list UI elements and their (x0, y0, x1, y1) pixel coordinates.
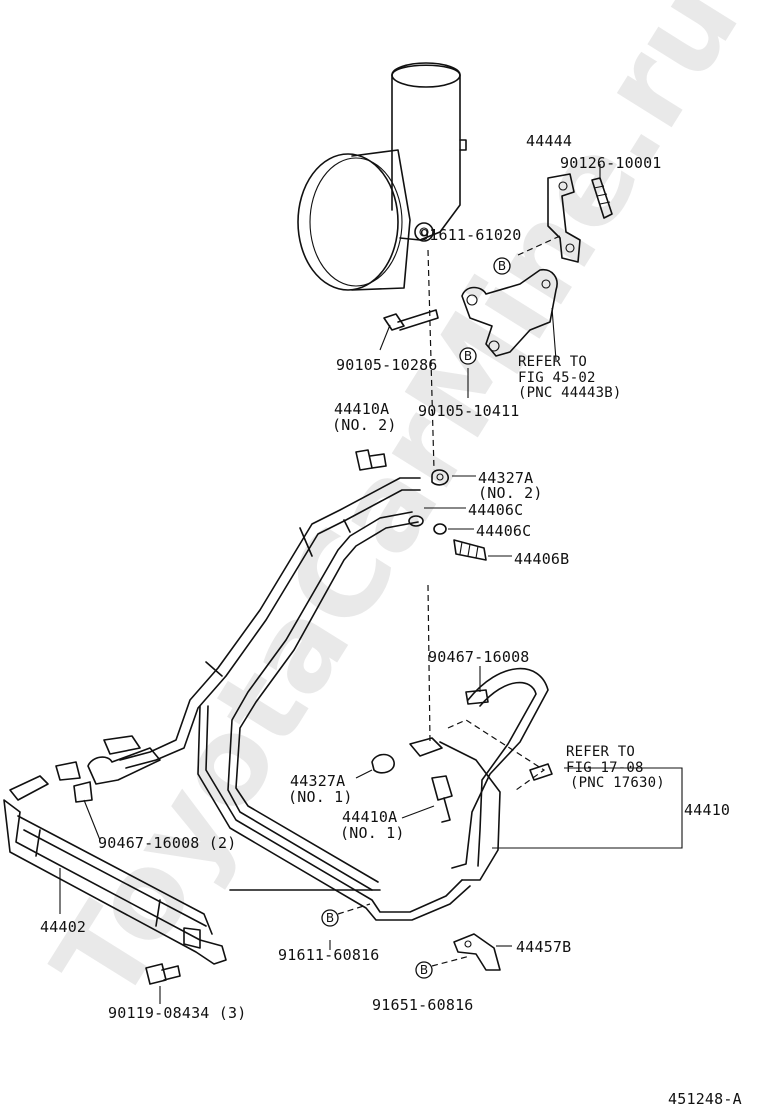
part-label-90467-16008-top: 90467-16008 (428, 648, 530, 666)
part-label-44410: 44410 (684, 801, 730, 819)
part-label-91611-60816: 91611-60816 (278, 946, 380, 964)
svg-text:B: B (498, 259, 506, 273)
part-label-44410a-bottom: 44410A (342, 808, 397, 826)
part-label-44410a-top-sub: (NO. 2) (332, 416, 397, 434)
badge-b-4: B (415, 961, 433, 979)
part-label-91651-60816: 91651-60816 (372, 996, 474, 1014)
svg-text:B: B (326, 911, 334, 925)
refer-label-2-line-2: FIG 17-08 (566, 760, 644, 776)
refer-label-2-line-1: REFER TO (566, 744, 635, 760)
part-label-44457b: 44457B (516, 938, 571, 956)
badge-b-2: B (459, 347, 477, 365)
part-label-44327a-top: 44327A (478, 469, 533, 487)
part-label-44327a-bottom-sub: (NO. 1) (288, 788, 353, 806)
figure-id: 451248-A (668, 1090, 742, 1108)
part-label-44410a-bottom-sub: (NO. 1) (340, 824, 405, 842)
part-label-44406b: 44406B (514, 550, 569, 568)
svg-text:B: B (464, 349, 472, 363)
reference-lines (337, 235, 561, 967)
part-label-90467-16008-bottom: 90467-16008 (2) (98, 834, 236, 852)
part-label-90126-10001: 90126-10001 (560, 154, 662, 172)
upper-fittings-drawing (355, 449, 487, 561)
part-label-90119-08434: 90119-08434 (3) (108, 1004, 246, 1022)
refer-label-2-line-3: (PNC 17630) (570, 775, 665, 791)
part-label-44406c-1: 44406C (468, 501, 523, 519)
bracket-44444-drawing (383, 173, 613, 357)
leader-lines (59, 164, 683, 1004)
part-label-44444: 44444 (526, 132, 572, 150)
hose-lines-drawing (87, 477, 549, 921)
part-label-90105-10411: 90105-10411 (418, 402, 520, 420)
part-label-44406c-2: 44406C (476, 522, 531, 540)
refer-label-line-1: REFER TO (518, 354, 587, 370)
badge-b-3: B (321, 909, 339, 927)
part-label-44402: 44402 (40, 918, 86, 936)
part-label-44410a-top: 44410A (334, 400, 389, 418)
refer-label-line-3: (PNC 44443B) (518, 385, 622, 401)
badge-b-1: B (493, 257, 511, 275)
part-label-44327a-top-sub: (NO. 2) (478, 484, 543, 502)
power-steering-pump-drawing (297, 62, 467, 291)
oil-cooler-drawing (3, 761, 227, 985)
part-label-91611-61020: 91611-61020 (420, 226, 522, 244)
svg-text:B: B (420, 963, 428, 977)
refer-label-line-2: FIG 45-02 (518, 370, 596, 386)
part-label-90105-10286: 90105-10286 (336, 356, 438, 374)
part-label-44327a-bottom: 44327A (290, 772, 345, 790)
lower-fittings-drawing (371, 689, 553, 971)
